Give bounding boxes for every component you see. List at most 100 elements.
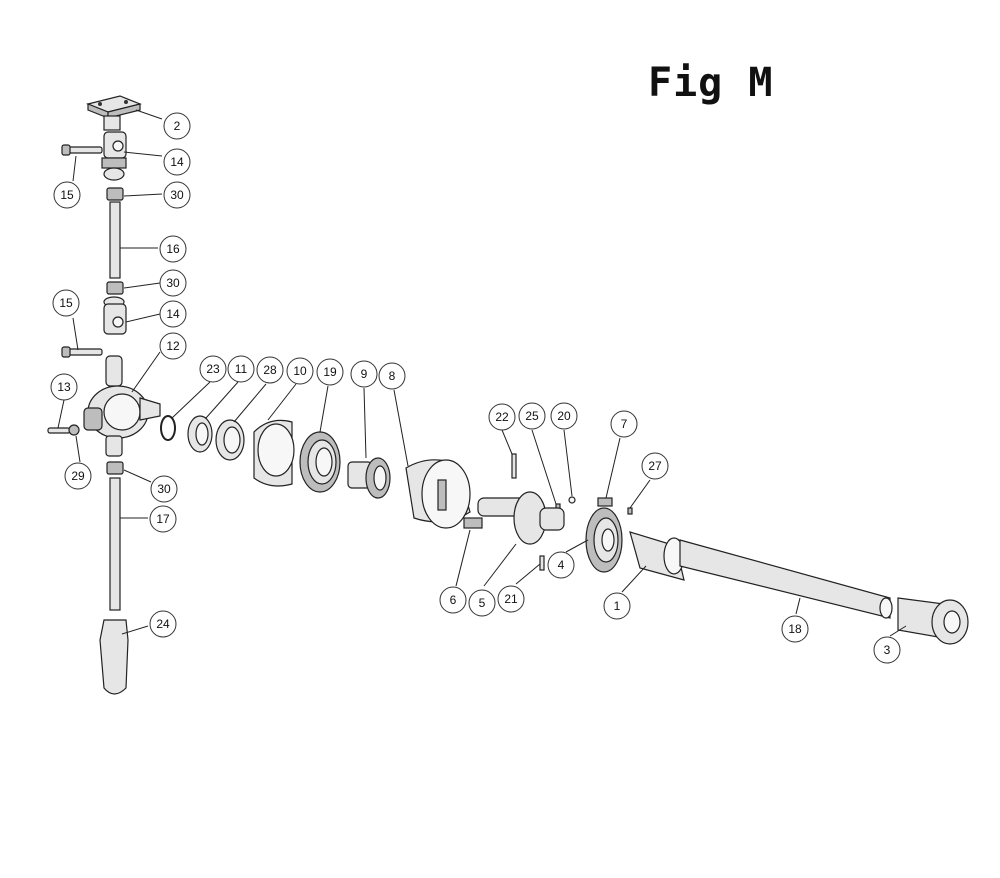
part-24-grip [99, 619, 129, 695]
svg-text:14: 14 [170, 155, 184, 169]
callout-14-upper: 14 [163, 148, 191, 176]
svg-text:15: 15 [60, 188, 74, 202]
svg-text:15: 15 [59, 296, 73, 310]
callout-18: 18 [781, 615, 809, 643]
part-20-ball [568, 496, 576, 504]
svg-text:29: 29 [71, 469, 85, 483]
part-3-end-cap [897, 597, 969, 645]
svg-text:30: 30 [166, 276, 180, 290]
part-30-nut-middle [106, 281, 124, 295]
part-15-lower-pin [61, 346, 103, 358]
svg-text:30: 30 [170, 188, 184, 202]
svg-text:6: 6 [450, 593, 457, 607]
callout-5: 5 [468, 589, 496, 617]
svg-text:10: 10 [293, 364, 307, 378]
part-23-retaining-ring [160, 415, 176, 441]
leader-lines [57, 109, 907, 637]
callout-15-lower: 15 [52, 289, 80, 317]
part-8-large-housing [405, 459, 471, 529]
callout-3: 3 [873, 636, 901, 664]
svg-text:28: 28 [263, 363, 277, 377]
callout-21: 21 [497, 585, 525, 613]
svg-text:9: 9 [361, 367, 368, 381]
callout-9: 9 [350, 360, 378, 388]
callout-24: 24 [149, 610, 177, 638]
callout-10: 10 [286, 357, 314, 385]
callout-30-upper: 30 [163, 181, 191, 209]
callout-16: 16 [159, 235, 187, 263]
part-7-key [597, 497, 613, 507]
part-22-pin [511, 453, 517, 479]
svg-text:3: 3 [884, 643, 891, 657]
part-28-ring [215, 419, 245, 461]
svg-text:14: 14 [166, 307, 180, 321]
svg-text:21: 21 [504, 592, 518, 606]
callout-29: 29 [64, 462, 92, 490]
part-15-upper-pin [61, 144, 103, 156]
svg-text:16: 16 [166, 242, 180, 256]
callout-7: 7 [610, 410, 638, 438]
callout-15-upper: 15 [53, 181, 81, 209]
figure-title: Fig M [648, 60, 774, 106]
svg-text:25: 25 [525, 409, 539, 423]
svg-text:4: 4 [558, 558, 565, 572]
svg-text:27: 27 [648, 459, 662, 473]
callout-19: 19 [316, 358, 344, 386]
svg-text:30: 30 [157, 482, 171, 496]
svg-text:24: 24 [156, 617, 170, 631]
part-30-nut-upper [106, 187, 124, 201]
callout-17: 17 [149, 505, 177, 533]
part-30-nut-lower [106, 461, 124, 475]
svg-text:18: 18 [788, 622, 802, 636]
part-6-key [463, 517, 483, 529]
callout-13: 13 [50, 373, 78, 401]
part-9-sleeve [347, 457, 391, 499]
svg-text:19: 19 [323, 365, 337, 379]
part-27-small-pin [627, 507, 633, 515]
callout-14-lower: 14 [159, 300, 187, 328]
part-18-shaft [679, 539, 893, 619]
part-16-rod [109, 201, 121, 279]
part-10-housing-ring [253, 419, 295, 487]
part-4-gear [585, 507, 623, 573]
callout-6: 6 [439, 586, 467, 614]
callout-8: 8 [378, 362, 406, 390]
callout-22: 22 [488, 403, 516, 431]
part-14-upper-clevis [101, 131, 127, 181]
part-14-lower-clevis [103, 296, 127, 335]
callout-27: 27 [641, 452, 669, 480]
svg-text:13: 13 [57, 380, 71, 394]
part-21-pin [539, 555, 545, 571]
part-2-mounting-plate [86, 95, 142, 131]
callout-1: 1 [603, 592, 631, 620]
callout-20: 20 [550, 402, 578, 430]
callout-23: 23 [199, 355, 227, 383]
svg-text:20: 20 [557, 409, 571, 423]
svg-text:7: 7 [621, 417, 628, 431]
callout-12: 12 [159, 332, 187, 360]
part-29-nut [68, 424, 80, 436]
part-19-bearing [299, 431, 341, 493]
svg-text:2: 2 [174, 119, 181, 133]
callout-30-middle: 30 [159, 269, 187, 297]
svg-text:1: 1 [614, 599, 621, 613]
svg-text:12: 12 [166, 339, 180, 353]
callout-11: 11 [227, 355, 255, 383]
part-13-screw [47, 427, 71, 434]
callout-4: 4 [547, 551, 575, 579]
part-12-hub [83, 355, 161, 457]
svg-text:8: 8 [389, 369, 396, 383]
svg-text:5: 5 [479, 596, 486, 610]
callout-25: 25 [518, 402, 546, 430]
svg-text:23: 23 [206, 362, 220, 376]
part-17-handle-rod [109, 477, 121, 611]
callout-30-lower: 30 [150, 475, 178, 503]
svg-text:17: 17 [156, 512, 170, 526]
part-1-collar [629, 531, 685, 581]
svg-text:11: 11 [235, 362, 248, 376]
part-5-clutch-hub [477, 491, 565, 545]
callout-2: 2 [163, 112, 191, 140]
svg-text:22: 22 [495, 410, 509, 424]
callout-28: 28 [256, 356, 284, 384]
